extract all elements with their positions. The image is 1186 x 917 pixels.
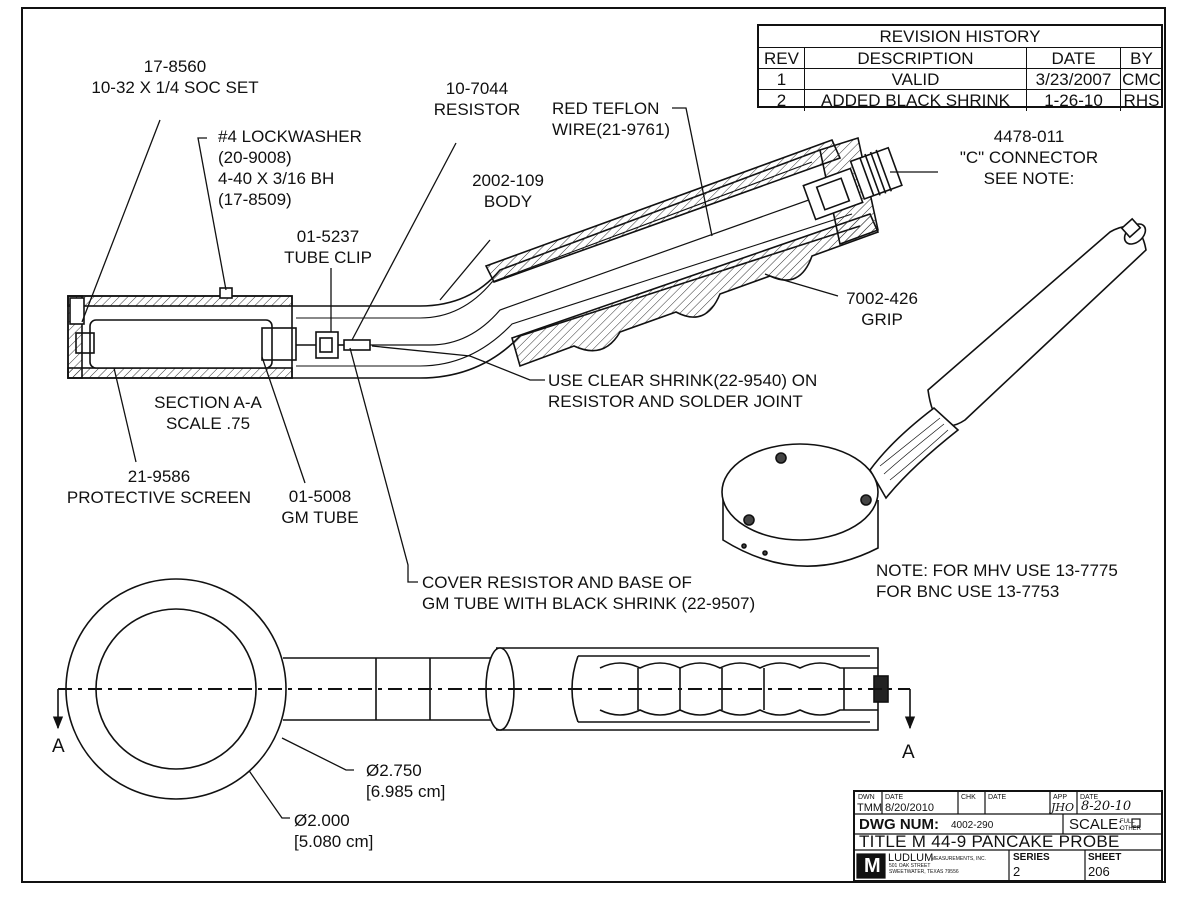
header-by: BY bbox=[1120, 48, 1162, 69]
description-cell: ADDED BLACK SHRINK bbox=[804, 90, 1026, 111]
revision-row: 1 VALID 3/23/2007 CMC bbox=[759, 68, 1161, 90]
title-block: DWN TMM DATE 8/20/2010 CHK DATE APP JHO … bbox=[853, 790, 1163, 882]
company-sub: MEASUREMENTS, INC. bbox=[931, 856, 987, 862]
leader-lines bbox=[81, 107, 938, 819]
section-marker-left: A bbox=[52, 736, 65, 757]
callout-lockwasher: #4 LOCKWASHER(20-9008)4-40 X 3/16 BH(17-… bbox=[218, 127, 362, 209]
sheet-value: 206 bbox=[1088, 864, 1110, 879]
by-cell: RHS bbox=[1120, 90, 1162, 111]
section-view bbox=[67, 136, 903, 379]
series-label: SERIES bbox=[1013, 852, 1050, 863]
company-name: LUDLUM bbox=[888, 852, 934, 864]
dwn-value: TMM bbox=[857, 802, 883, 814]
dimension-outer-diameter: Ø2.750[6.985 cm] bbox=[366, 761, 446, 801]
app-date-label: DATE bbox=[1080, 794, 1099, 801]
dwn-label: DWN bbox=[858, 794, 875, 801]
description-cell: VALID bbox=[804, 69, 1026, 90]
rev-cell: 2 bbox=[776, 91, 787, 110]
dwg-num-label: DWG NUM: bbox=[859, 816, 939, 833]
app-value: JHO bbox=[1051, 801, 1075, 814]
date-value: 8/20/2010 bbox=[885, 802, 934, 814]
app-label: APP bbox=[1053, 794, 1068, 801]
plan-view bbox=[52, 578, 916, 800]
logo-icon: M bbox=[864, 855, 881, 877]
revision-row: 2 ADDED BLACK SHRINK 1-26-10 RHS bbox=[759, 89, 1161, 111]
chk-label: CHK bbox=[961, 794, 976, 801]
sheet-label: SHEET bbox=[1088, 852, 1122, 863]
address-line-2: SWEETWATER, TEXAS 79556 bbox=[889, 869, 959, 875]
chk-date-label: DATE bbox=[988, 794, 1007, 801]
by-cell: CMC bbox=[1120, 69, 1162, 90]
date-cell: 3/23/2007 bbox=[1026, 69, 1120, 90]
revision-header-row: REV DESCRIPTION DATE BY bbox=[759, 47, 1161, 69]
header-description: DESCRIPTION bbox=[804, 48, 1026, 69]
series-value: 2 bbox=[1013, 864, 1021, 879]
date-label: DATE bbox=[885, 794, 904, 801]
rev-cell: 1 bbox=[776, 70, 787, 89]
sheet-border bbox=[21, 7, 1166, 883]
drawing-title: TITLE M 44-9 PANCAKE PROBE bbox=[859, 832, 1120, 851]
scale-other: OTHER bbox=[1120, 826, 1141, 832]
revision-history-title: REVISION HISTORY bbox=[879, 27, 1041, 46]
title-block-grid bbox=[855, 792, 1161, 880]
date-cell: 1-26-10 bbox=[1026, 90, 1120, 111]
dimension-inner-diameter: Ø2.000[5.080 cm] bbox=[294, 811, 374, 851]
probe-isometric bbox=[721, 217, 1147, 567]
scale-full: FULL bbox=[1120, 819, 1135, 825]
address-line-1: 501 OAK STREET bbox=[889, 863, 931, 869]
dwg-num-value: 4002-290 bbox=[951, 820, 994, 831]
app-date-value: 8-20-10 bbox=[1081, 799, 1132, 814]
revision-history-table: REVISION HISTORY REV DESCRIPTION DATE BY… bbox=[757, 24, 1163, 111]
header-date: DATE bbox=[1026, 48, 1120, 69]
section-marker-right: A bbox=[902, 742, 915, 763]
scale-label: SCALE: bbox=[1069, 816, 1123, 833]
header-rev: REV bbox=[764, 49, 799, 68]
